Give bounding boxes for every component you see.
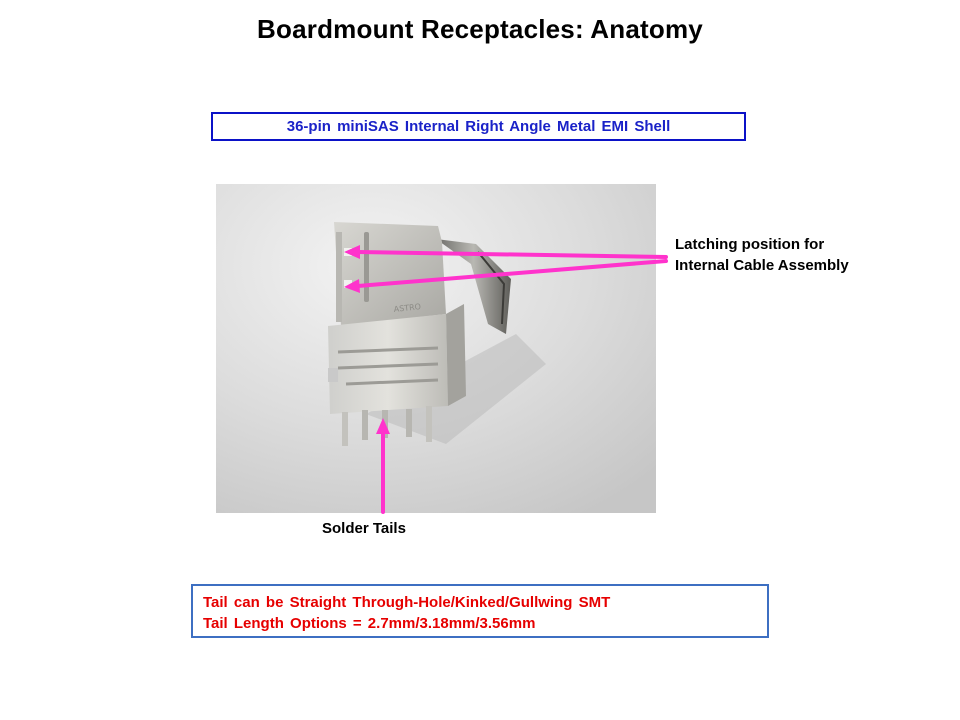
emi-shell-illustration: ASTRO	[216, 184, 656, 513]
latch-callout: Latching position for Internal Cable Ass…	[675, 234, 849, 276]
tail-length-note: Tail Length Options = 2.7mm/3.18mm/3.56m…	[203, 615, 536, 632]
solder-tails-callout: Solder Tails	[322, 520, 406, 537]
latch-callout-line2: Internal Cable Assembly	[675, 257, 849, 274]
subtitle-box: 36-pin miniSAS Internal Right Angle Meta…	[211, 112, 746, 141]
latch-callout-line1: Latching position for	[675, 236, 825, 253]
slide-title: Boardmount Receptacles: Anatomy	[257, 14, 703, 44]
connector-photo: ASTRO	[216, 184, 656, 513]
tail-options-note: Tail can be Straight Through-Hole/Kinked…	[191, 584, 769, 638]
tail-type-note: Tail can be Straight Through-Hole/Kinked…	[203, 594, 611, 611]
subtitle-text: 36-pin miniSAS Internal Right Angle Meta…	[286, 118, 671, 135]
shell-stamp: ASTRO	[393, 302, 421, 314]
